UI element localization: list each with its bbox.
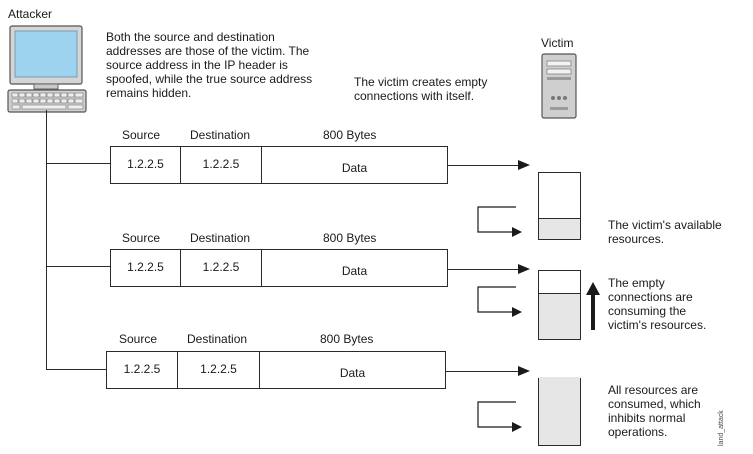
branch-line	[46, 369, 106, 370]
resource-note: The victim's available resources.	[608, 218, 722, 246]
resource-note: All resources are consumed, which inhibi…	[608, 383, 701, 439]
victim-label: Victim	[541, 36, 574, 50]
attacker-note: Both the source and destination addresse…	[106, 30, 312, 100]
destination-header: Destination	[187, 332, 248, 346]
resources-used-fill	[539, 377, 580, 445]
resource-note-line: inhibits normal	[608, 411, 686, 425]
arrow-head-icon	[518, 160, 530, 170]
packet-source: 1.2.2.5	[107, 352, 178, 388]
resource-note-line: victim's resources.	[608, 318, 707, 332]
source-header: Source	[122, 128, 161, 142]
victim-note-line: The victim creates empty	[354, 75, 488, 89]
destination-header: Destination	[190, 128, 251, 142]
resource-note-line: All resources are	[608, 383, 699, 397]
source-header: Source	[122, 231, 161, 245]
arrow-line	[448, 165, 520, 166]
image-tag: land_attack	[718, 410, 725, 446]
attacker-computer-icon	[7, 25, 87, 113]
branch-line	[46, 266, 110, 267]
source-header: Source	[119, 332, 158, 346]
packet-destination: 1.2.2.5	[181, 250, 262, 286]
attacker-label: Attacker	[8, 7, 53, 21]
attacker-note-line: source address in the IP header is	[106, 58, 288, 72]
resource-note: The empty connections are consuming the …	[608, 276, 706, 332]
packet-payload: Data	[339, 366, 366, 380]
resource-note-line: resources.	[608, 232, 665, 246]
resource-note-line: The victim's available	[608, 218, 722, 232]
size-header: 800 Bytes	[323, 231, 377, 245]
arrow-head-icon	[518, 264, 530, 274]
arrow-line	[448, 269, 520, 270]
resources-used-fill	[539, 218, 580, 239]
size-header: 800 Bytes	[320, 332, 374, 346]
branch-line	[46, 163, 110, 164]
resource-note-line: consumed, which	[608, 397, 701, 411]
self-connection-arrow-icon	[477, 286, 522, 317]
packet-destination: 1.2.2.5	[178, 352, 260, 388]
resources-used-fill	[539, 293, 580, 339]
packet-payload: Data	[341, 161, 368, 175]
resource-note-line: consuming the	[608, 304, 687, 318]
size-header: 800 Bytes	[323, 128, 377, 142]
destination-header: Destination	[190, 231, 251, 245]
arrow-head-icon	[518, 366, 530, 376]
victim-server-icon	[541, 53, 577, 119]
packet-payload: Data	[341, 264, 368, 278]
victim-note-line: connections with itself.	[354, 89, 475, 103]
packet-destination: 1.2.2.5	[181, 147, 262, 183]
packet-source: 1.2.2.5	[111, 250, 181, 286]
victim-resources-box	[538, 377, 581, 446]
attacker-note-line: remains hidden.	[106, 86, 192, 100]
packet: 1.2.2.5 1.2.2.5 Data	[110, 249, 448, 287]
arrow-line	[446, 371, 520, 372]
packet-source: 1.2.2.5	[111, 147, 181, 183]
packet: 1.2.2.5 1.2.2.5 Data	[110, 146, 448, 184]
resource-note-line: connections are	[608, 290, 693, 304]
up-arrow-icon	[586, 282, 600, 330]
victim-resources-box	[538, 270, 581, 340]
attacker-trunk-line	[46, 110, 47, 369]
attacker-note-line: Both the source and destination	[106, 30, 275, 44]
victim-note: The victim creates empty connections wit…	[354, 75, 487, 103]
self-connection-arrow-icon	[477, 206, 522, 237]
resource-note-line: The empty	[608, 276, 665, 290]
attacker-note-line: addresses are those of the victim. The	[106, 44, 310, 58]
self-connection-arrow-icon	[477, 401, 522, 432]
resource-note-line: operations.	[608, 425, 668, 439]
attacker-note-line: spoofed, while the true source address	[106, 72, 313, 86]
victim-resources-box	[538, 172, 581, 240]
packet: 1.2.2.5 1.2.2.5 Data	[106, 351, 446, 389]
